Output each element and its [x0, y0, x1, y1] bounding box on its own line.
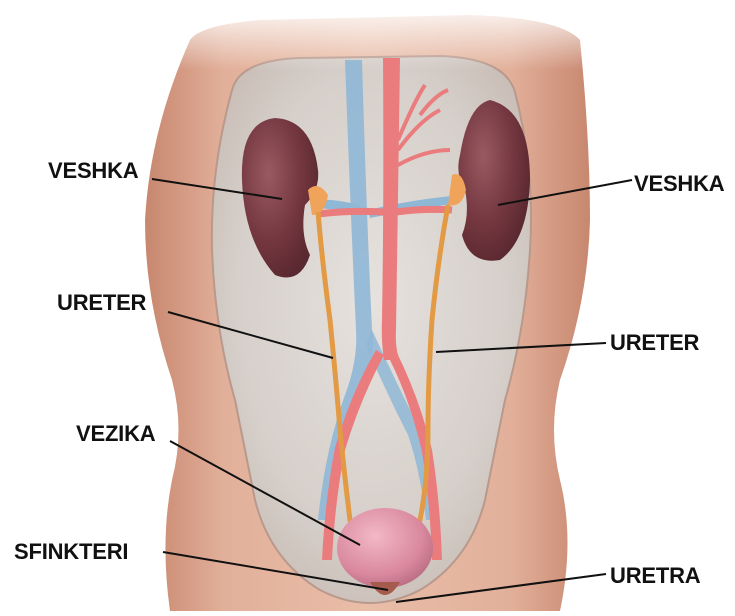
label-ureter-left: URETER — [57, 290, 146, 316]
bladder — [337, 508, 433, 588]
label-kidney-left: VESHKA — [48, 158, 139, 184]
label-sphincter: SFINKTERI — [14, 539, 128, 565]
label-bladder: VEZIKA — [76, 421, 155, 447]
label-ureter-right: URETER — [610, 330, 699, 356]
label-urethra: URETRA — [610, 563, 700, 589]
label-kidney-right: VESHKA — [634, 171, 725, 197]
